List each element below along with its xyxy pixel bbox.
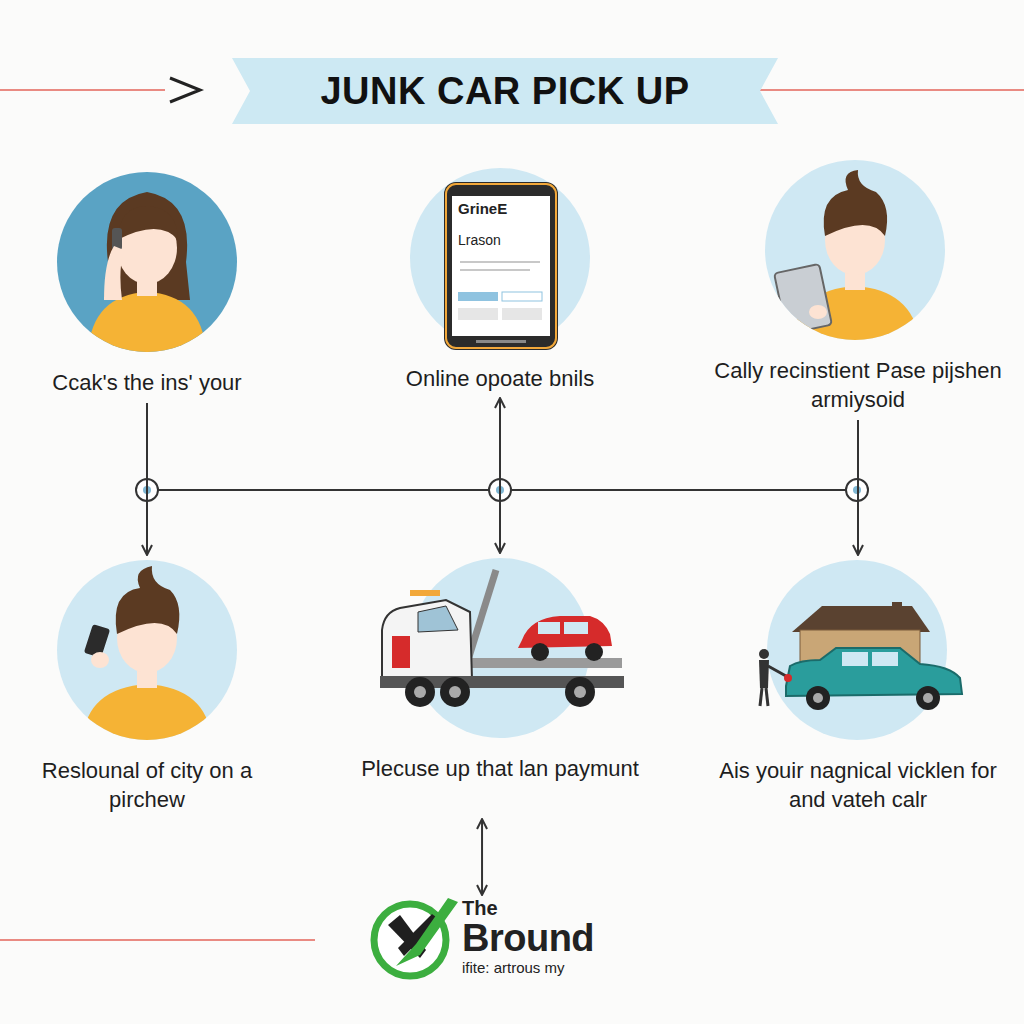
connector (499, 399, 501, 552)
step-caption: Ccak's the ins' your (2, 368, 292, 397)
logo-text: ifite: artrous my (462, 959, 594, 977)
connector (857, 420, 859, 554)
step-caption: Plecuse up that lan paymunt (355, 754, 645, 783)
title-ribbon (232, 58, 778, 124)
decor-lines (0, 90, 1024, 940)
chevron (170, 78, 200, 102)
logo-text: The (462, 898, 594, 919)
man-tablet (765, 160, 945, 345)
step-node: Cally recinstient Pase pijshen armiysoid (708, 158, 1008, 414)
man-phone (57, 560, 237, 742)
house-car (759, 560, 962, 740)
title-text: JUNK CAR PICK UP (250, 62, 760, 120)
timeline-dots (136, 479, 868, 501)
screen-label: GrineE (458, 200, 507, 217)
step-caption: Reslounal of city on a pirchew (2, 756, 292, 814)
connector (146, 403, 148, 554)
step-node: Ais youir nagnical vicklen for and vateh… (708, 558, 1008, 814)
step-caption: Cally recinstient Pase pijshen armiysoid (708, 356, 1008, 414)
step-node: Ccak's the ins' your (2, 170, 292, 397)
step-caption: Ais youir nagnical vicklen for and vateh… (708, 756, 1008, 814)
step-node: Online opoate bnils (355, 166, 645, 393)
woman-calling (57, 172, 237, 352)
tow-truck (380, 558, 624, 738)
screen-label: Lrason (458, 232, 501, 248)
phone-screen (410, 168, 590, 350)
logo-text: Bround (462, 919, 594, 959)
logo-block: TheBroundifite: artrous my (370, 898, 594, 977)
logo-icon (374, 898, 458, 976)
step-node: Reslounal of city on a pirchew (2, 558, 292, 814)
step-caption: Online opoate bnils (355, 364, 645, 393)
step-node: Plecuse up that lan paymunt (355, 556, 645, 783)
connector (481, 820, 483, 894)
